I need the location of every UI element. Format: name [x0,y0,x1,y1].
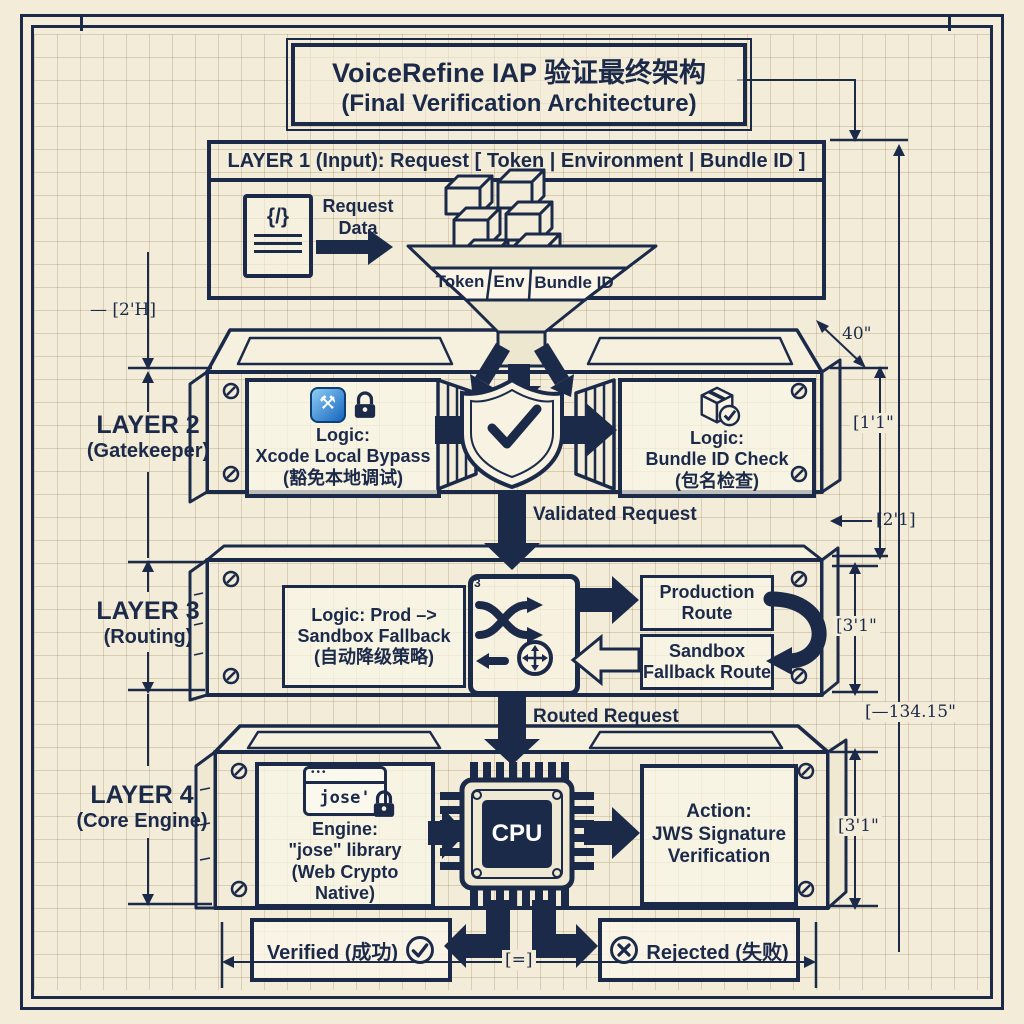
cpu-icon: CPU [491,820,543,847]
routed-request-label: Routed Request [533,706,679,727]
sandbox-fallback-box: Sandbox Fallback Route [640,634,774,690]
xcode-icon: ⚒ [309,387,346,424]
validated-request-label: Validated Request [533,504,697,525]
frame-tick-left [80,14,83,31]
layer4-label: LAYER 4 (Core Engine) [76,781,208,832]
dim-2h-label: — [2'H] [90,300,156,320]
dim-134-label: [—134.15" [862,702,959,722]
layer1-header: LAYER 1 (Input): Request [ Token | Envir… [211,144,822,182]
request-data-label: Request Data [322,196,394,238]
verified-result-box: Verified (成功) [250,918,452,982]
request-document-icon: {/} [243,194,313,278]
jws-verification-box: Action: JWS Signature Verification [640,764,798,906]
bundle-check-box: Logic: Bundle ID Check (包名检查) [618,378,816,498]
jose-engine-box: ••• jose' Engine: "jose" library (Web Cr… [255,762,435,908]
fallback-logic-box: Logic: Prod –> Sandbox Fallback (自动降级策略) [282,585,466,688]
dim-11-label: [1'1" [850,413,897,433]
code-glyph: {/} [266,205,290,228]
layer2-label: LAYER 2 (Gatekeeper) [86,411,210,462]
inner-frame [31,25,993,999]
frame-tick-right [948,14,951,31]
title-box: VoiceRefine IAP 验证最终架构 (Final Verificati… [286,38,752,131]
dim-31-routing-label: [3'1" [833,616,880,636]
funnel-label-bundle: Bundle ID [534,273,614,292]
rejected-result-box: Rejected (失败) [598,918,800,982]
router-icon [468,574,580,696]
funnel-label-env: Env [493,272,525,291]
diagram-title: VoiceRefine IAP 验证最终架构 [331,58,707,88]
dim-21-label: [2'1] [876,510,916,530]
dim-31-engine-label: [3'1" [835,816,882,836]
jose-library-icon: ••• jose' [303,766,395,817]
xcode-bypass-box: ⚒ Logic: Xcode Local Bypass (豁免本地调试) [245,378,441,498]
outer-frame [20,14,1004,1010]
lock-icon [354,391,375,419]
funnel-label-token: Token [435,272,485,291]
layer3-label: LAYER 3 (Routing) [96,597,200,648]
production-route-box: Production Route [640,575,774,631]
check-circle-icon [406,936,435,964]
x-circle-icon [610,936,639,964]
diagram-subtitle: (Final Verification Architecture) [341,90,697,117]
router-tag: 3 [474,576,481,590]
lock-icon [373,790,395,817]
dim-40-label: 40" [842,324,872,344]
dim-width-label: [=] [502,950,536,970]
package-check-icon [700,386,741,427]
